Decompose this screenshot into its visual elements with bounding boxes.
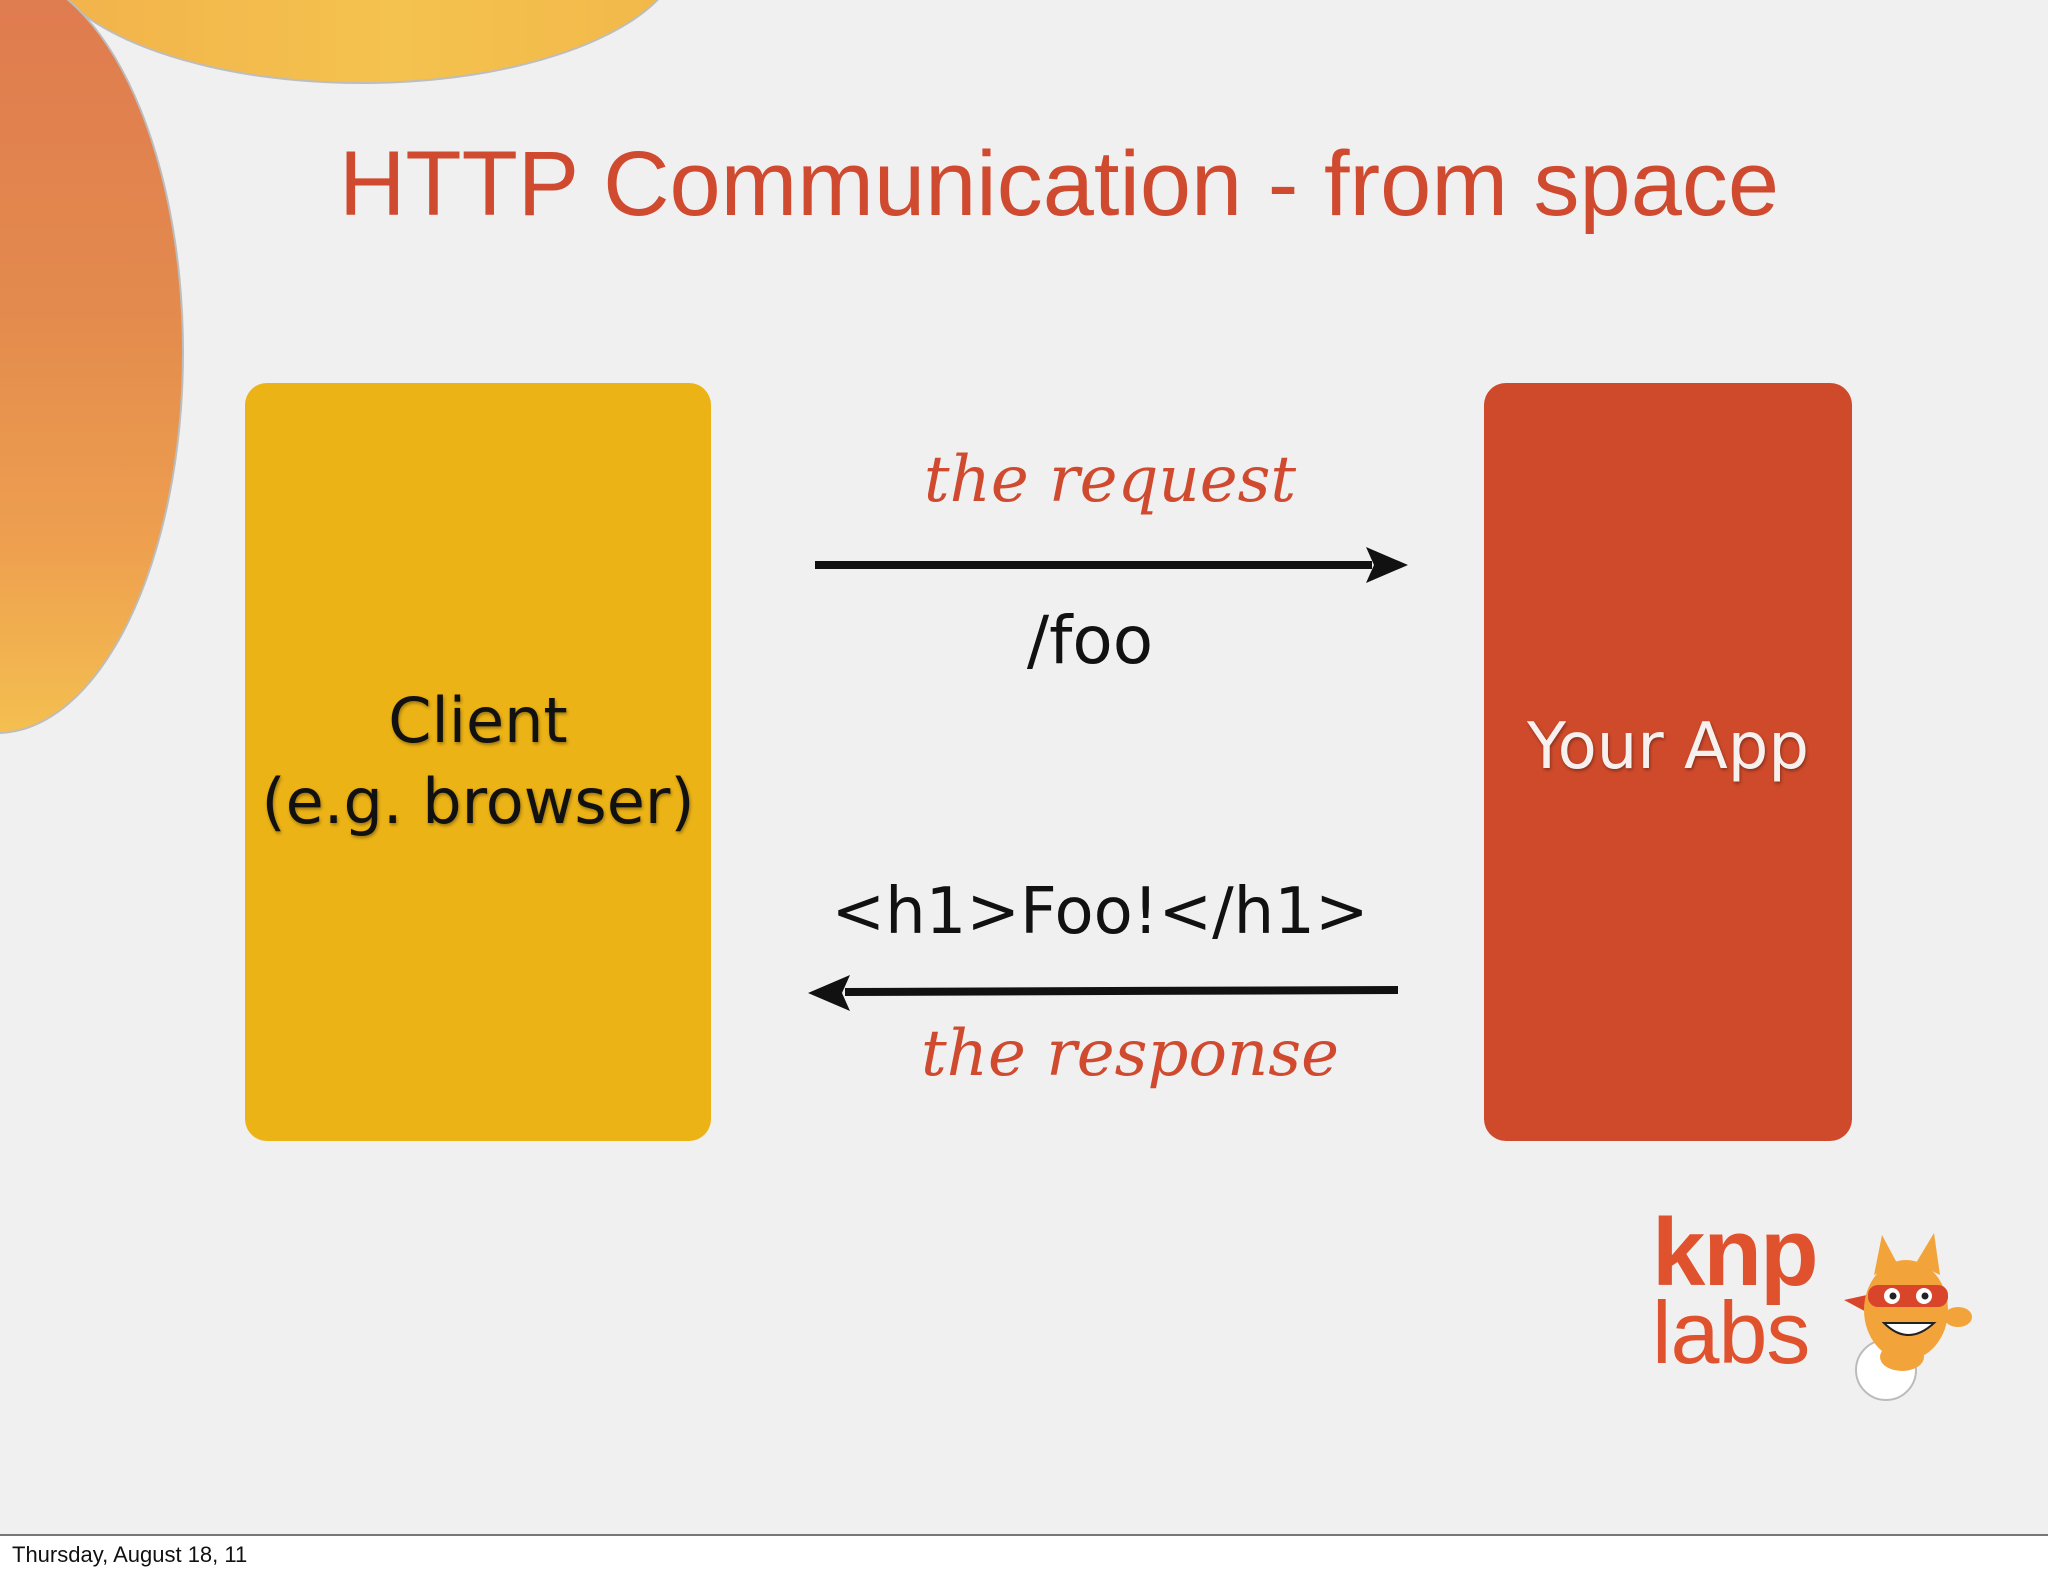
knplabs-logo: knp labs xyxy=(1640,1205,1980,1405)
client-box-sublabel: (e.g. browser) xyxy=(261,765,695,838)
request-label: the request xyxy=(923,443,1297,517)
response-payload: <h1>Foo!</h1> xyxy=(831,875,1369,949)
footer-date: Thursday, August 18, 11 xyxy=(12,1542,248,1567)
request-payload: /foo xyxy=(1026,602,1154,679)
client-box-label: Client xyxy=(388,684,568,758)
mascot-icon xyxy=(1844,1233,1972,1401)
arrows xyxy=(808,547,1408,1011)
slide: HTTP Communication - from space Client (… xyxy=(0,0,2048,1536)
logo-text-knp: knp xyxy=(1652,1199,1819,1306)
app-box-label: Your App xyxy=(1527,710,1809,784)
logo-text-labs: labs xyxy=(1652,1283,1810,1382)
app-box: Your App xyxy=(1484,383,1852,1141)
slide-title: HTTP Communication - from space xyxy=(338,133,1780,235)
response-arrow xyxy=(808,975,1399,1011)
request-arrow xyxy=(815,547,1408,583)
client-box: Client (e.g. browser) xyxy=(245,383,711,1141)
response-label: the response xyxy=(921,1017,1339,1091)
